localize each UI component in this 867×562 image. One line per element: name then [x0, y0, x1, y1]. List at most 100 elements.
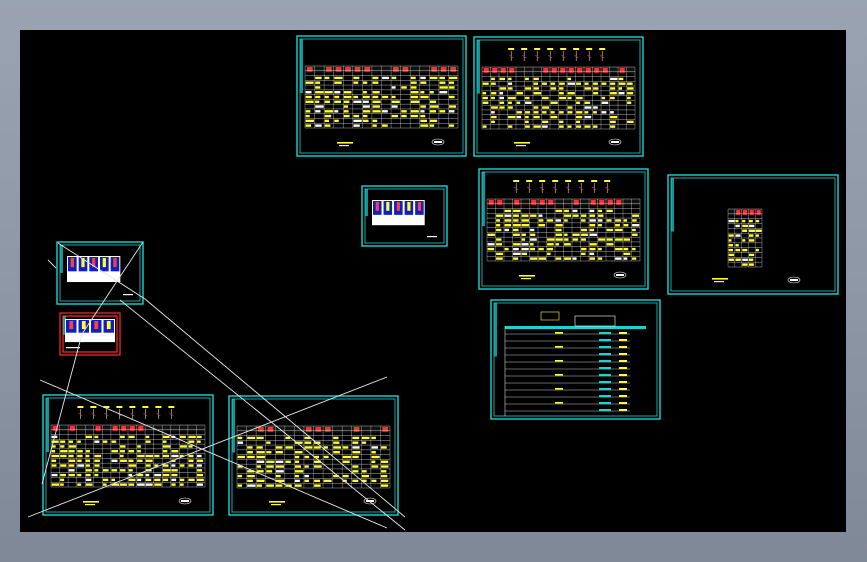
- table-cell-text: [102, 440, 108, 443]
- table-cell-text: [623, 238, 631, 241]
- table-cell-text: [128, 483, 135, 486]
- table-cell-text: [521, 219, 530, 222]
- table-cell-text: [627, 82, 633, 85]
- table-cell-text: [572, 257, 577, 260]
- table-cell-text: [564, 209, 569, 213]
- table-cell-text: [632, 228, 636, 232]
- sheet-border: [42, 394, 214, 516]
- table-cell-text: [749, 234, 754, 237]
- table-cell-text: [401, 110, 407, 113]
- table-header-mark: [749, 209, 754, 215]
- table-cell-text: [491, 82, 496, 85]
- table-cell-text: [420, 114, 426, 118]
- table-cell-text: [179, 483, 184, 486]
- table-cell-text: [550, 82, 556, 85]
- table-cell-text: [68, 464, 75, 467]
- table-cell-text: [542, 120, 549, 124]
- table-cell-text: [530, 214, 537, 217]
- table-cell-text: [391, 95, 396, 99]
- sheet-inner-border: [481, 171, 646, 287]
- table-cell-text: [504, 224, 512, 227]
- table-cell-text: [538, 219, 544, 222]
- sheet-top-left[interactable]: [296, 35, 467, 157]
- table-cell-text: [504, 214, 512, 217]
- feeder-tag: [599, 353, 611, 356]
- table-cell-text: [410, 100, 420, 103]
- table-cell-text: [482, 96, 488, 100]
- sheet-mid-right-a[interactable]: [478, 168, 649, 290]
- table-cell-text: [343, 100, 350, 103]
- table-cell-text: [188, 459, 194, 462]
- table-cell-text: [324, 124, 331, 127]
- table-cell-text: [508, 82, 513, 85]
- sheet-left-legend[interactable]: [56, 241, 144, 305]
- cad-model-space[interactable]: [20, 30, 846, 532]
- table-cell-text: [491, 106, 498, 109]
- table-header-mark: [392, 66, 399, 72]
- table-cell-text: [381, 474, 388, 478]
- table-cell-text: [334, 91, 341, 94]
- table-header-mark: [594, 67, 600, 73]
- table-cell-text: [742, 258, 748, 261]
- table-cell-text: [314, 484, 321, 487]
- logo-mark: [611, 141, 619, 143]
- drawing-canvas[interactable]: [20, 30, 846, 532]
- table-cell-text: [593, 106, 598, 109]
- sheet-side-strip: [477, 40, 480, 94]
- table-cell-text: [508, 115, 516, 119]
- table-cell-text: [85, 473, 91, 477]
- table-cell-text: [567, 125, 572, 128]
- sheet-bottom-left[interactable]: [42, 394, 214, 516]
- table-cell-text: [525, 125, 530, 128]
- table-cell-text: [542, 96, 549, 100]
- logo-mark: [790, 279, 798, 281]
- table-cell-text: [584, 115, 592, 119]
- legend-panel: [65, 319, 115, 343]
- sheet-mid-right-b[interactable]: [667, 174, 839, 295]
- sheet-side-strip: [671, 178, 674, 232]
- table-header-mark: [500, 67, 506, 73]
- table-cell-text: [581, 252, 586, 256]
- table-cell-text: [137, 445, 141, 448]
- table-header-mark: [551, 67, 557, 73]
- table-cell-text: [496, 224, 501, 227]
- sheet-top-right[interactable]: [473, 36, 644, 157]
- table-cell-text: [749, 263, 754, 266]
- table-cell-text: [197, 440, 201, 443]
- table-cell-text: [382, 124, 388, 127]
- sheet-bottom-right-diagram[interactable]: [490, 299, 661, 420]
- sheet-left-red[interactable]: [59, 312, 121, 356]
- table-cell-text: [51, 440, 59, 443]
- table-cell-text: [353, 119, 362, 123]
- table-cell-text: [51, 473, 58, 477]
- sheet-side-strip: [63, 316, 66, 335]
- table-cell-text: [420, 110, 425, 113]
- table-header-mark: [324, 426, 331, 432]
- table-header-mark: [69, 425, 75, 431]
- table-cell-text: [324, 119, 329, 123]
- table-cell-text: [487, 233, 495, 236]
- table-cell-text: [610, 125, 616, 128]
- table-cell-text: [610, 82, 616, 85]
- table-cell-text: [391, 105, 398, 108]
- sheet-border: [59, 312, 121, 356]
- table-cell-text: [275, 470, 284, 473]
- table-cell-text: [530, 243, 534, 246]
- table-cell-text: [353, 95, 359, 99]
- feeder-label: [555, 332, 563, 334]
- table-cell-text: [598, 219, 603, 222]
- logo-mark: [787, 276, 801, 284]
- breaker-label: [90, 406, 97, 408]
- table-cell-text: [567, 111, 573, 114]
- table-cell-text: [581, 214, 587, 217]
- sheet-small-center[interactable]: [361, 185, 448, 247]
- table-cell-text: [343, 95, 352, 99]
- table-cell-text: [521, 233, 526, 236]
- table-cell-text: [323, 446, 328, 449]
- table-cell-text: [51, 454, 60, 458]
- table-cell-text: [94, 464, 100, 467]
- table-cell-text: [266, 465, 274, 468]
- table-cell-text: [749, 229, 756, 232]
- table-cell-text: [382, 95, 389, 99]
- sheet-bottom-mid[interactable]: [228, 395, 399, 516]
